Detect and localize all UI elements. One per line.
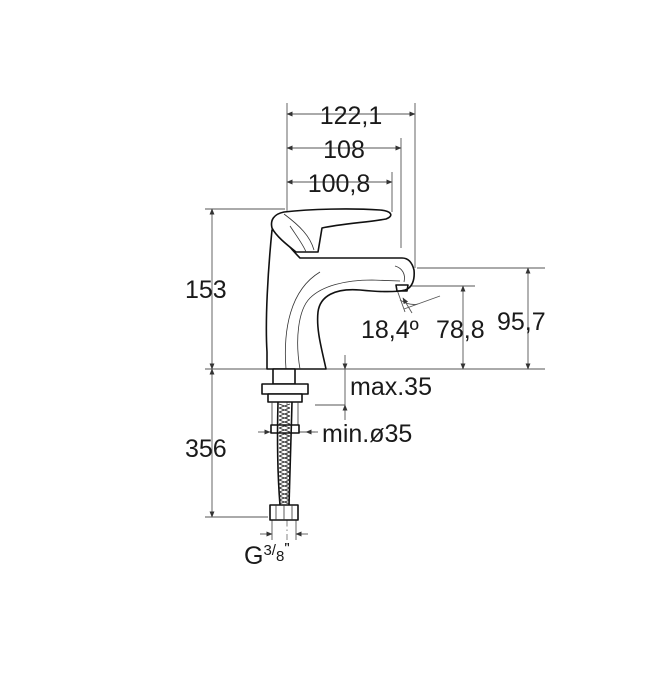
dim-spout-angle: 18,4º	[361, 316, 419, 344]
thread-suffix: "	[284, 540, 289, 557]
dimension-lines	[209, 111, 531, 537]
dim-height-body: 153	[185, 276, 227, 304]
fixing-assembly	[261, 368, 309, 434]
dim-width-handle: 100,8	[308, 170, 371, 198]
thread-numerator: 3	[263, 542, 271, 559]
dimension-labels: 122,1 108 100,8 153 18,4º 78,8 95,7 max.…	[185, 102, 546, 570]
faucet-body	[265, 208, 415, 370]
thread-denominator: 8	[276, 548, 284, 565]
dim-hose-length: 356	[185, 435, 227, 463]
dim-width-overall: 122,1	[320, 102, 383, 130]
dim-spout-height-high: 95,7	[497, 308, 546, 336]
flexible-hose	[269, 401, 299, 521]
dim-min-hole: min.ø35	[322, 420, 412, 448]
thread-prefix: G	[244, 542, 263, 570]
dim-thread: G3/8"	[244, 540, 290, 570]
dim-max-counter: max.35	[350, 373, 432, 401]
dim-spout-height-low: 78,8	[436, 316, 485, 344]
dim-width-mid: 108	[323, 136, 365, 164]
